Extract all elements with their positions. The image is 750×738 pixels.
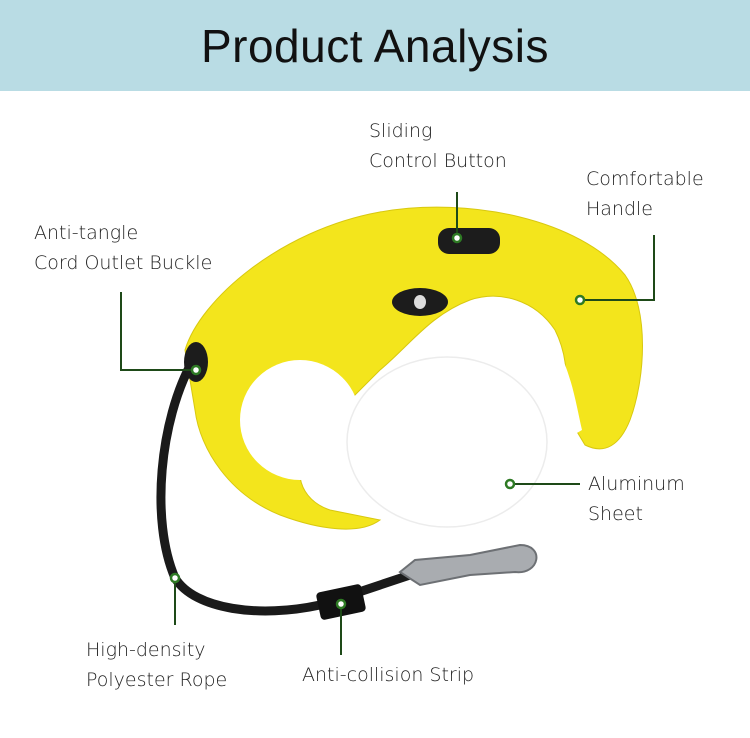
marker-dot: [451, 232, 463, 244]
aluminum-sheet: [346, 356, 548, 528]
marker-dot: [504, 478, 516, 490]
label-line: Cord Outlet Buckle: [34, 252, 213, 274]
marker-dot: [169, 572, 181, 584]
label-line: Handle: [586, 198, 654, 220]
cord-outlet-buckle: [184, 342, 208, 382]
marker-dots: [169, 232, 586, 610]
label-anti-collision-strip: Anti-collision Strip: [302, 660, 474, 690]
label-line: Aluminum: [588, 473, 685, 495]
sliding-control-button: [438, 228, 500, 254]
label-line: Control Button: [369, 150, 507, 172]
label-line: Anti-collision Strip: [302, 664, 475, 686]
label-anti-tangle-buckle: Anti-tangle Cord Outlet Buckle: [34, 218, 212, 278]
label-line: Sliding: [369, 120, 433, 142]
label-line: High-density: [86, 639, 206, 661]
label-comfortable-handle: Comfortable Handle: [586, 164, 704, 224]
label-line: Sheet: [588, 503, 643, 525]
page-title: Product Analysis: [200, 19, 550, 72]
inner-hole-right: [520, 330, 582, 440]
marker-dot: [190, 364, 202, 376]
label-sliding-control-button: Sliding Control Button: [369, 116, 507, 176]
label-line: Anti-tangle: [34, 222, 139, 244]
label-polyester-rope: High-density Polyester Rope: [86, 635, 227, 695]
inner-hole-left: [240, 360, 360, 480]
label-line: Comfortable: [586, 168, 704, 190]
label-line: Polyester Rope: [86, 669, 228, 691]
label-aluminum-sheet: Aluminum Sheet: [588, 469, 685, 529]
leash-clip: [398, 543, 538, 587]
marker-dot: [335, 598, 347, 610]
header-banner: Product Analysis: [0, 0, 750, 91]
leader-lines: [120, 192, 655, 655]
marker-dot: [574, 294, 586, 306]
